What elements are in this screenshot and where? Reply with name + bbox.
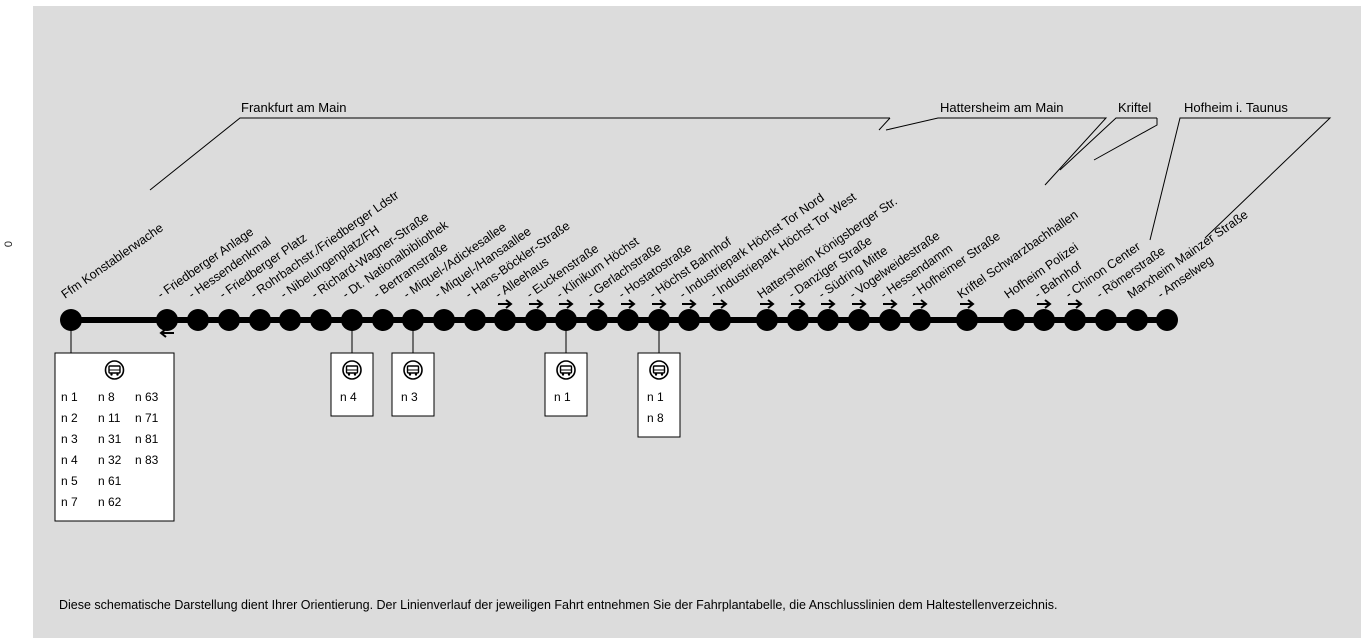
stop-dot (187, 309, 209, 331)
stop-dot (678, 309, 700, 331)
stop-dot (756, 309, 778, 331)
stop-dot (1126, 309, 1148, 331)
region-label: Kriftel (1118, 100, 1151, 115)
direction-arrow-left-icon (159, 328, 174, 338)
region-connector (149, 117, 890, 191)
transfer-line-number: n 31 (98, 432, 122, 446)
stop-dot (218, 309, 240, 331)
transfer-line-number: n 61 (98, 474, 122, 488)
direction-arrow-right-icon (960, 299, 975, 309)
stop-dot (817, 309, 839, 331)
transfer-line-number: n 8 (98, 390, 115, 404)
region-connector (1204, 117, 1332, 239)
transfer-box (637, 352, 681, 438)
transfer-line-number: n 5 (61, 474, 78, 488)
stop-dot (586, 309, 608, 331)
transfer-line-number: n 1 (554, 390, 571, 404)
stop-dot (1095, 309, 1117, 331)
transfer-line-number: n 71 (135, 411, 159, 425)
stop-dot (249, 309, 271, 331)
stop-dot (310, 309, 332, 331)
direction-arrow-right-icon (821, 299, 836, 309)
transfer-line-number: n 4 (61, 453, 78, 467)
stop-dot (956, 309, 978, 331)
footer-note: Diese schematische Darstellung dient Ihr… (59, 598, 1057, 612)
direction-arrow-right-icon (498, 299, 513, 309)
region-connector (1093, 118, 1158, 161)
transfer-line-number: n 1 (647, 390, 664, 404)
region-label: Frankfurt am Main (241, 100, 346, 115)
region-label: Hofheim i. Taunus (1184, 100, 1288, 115)
direction-arrow-right-icon (883, 299, 898, 309)
stop-dot (372, 309, 394, 331)
direction-arrow-right-icon (760, 299, 775, 309)
transfer-line-number: n 8 (647, 411, 664, 425)
transfer-line-number: n 4 (340, 390, 357, 404)
stop-dot (464, 309, 486, 331)
transfer-line-number: n 81 (135, 432, 159, 446)
direction-arrow-right-icon (913, 299, 928, 309)
direction-arrow-right-icon (1068, 299, 1083, 309)
stop-dot (494, 309, 516, 331)
stop-dot (156, 309, 178, 331)
direction-arrow-right-icon (1037, 299, 1052, 309)
region-label: Hattersheim am Main (940, 100, 1064, 115)
bus-icon (556, 360, 576, 380)
stop-dot (433, 309, 455, 331)
stop-dot (1033, 309, 1055, 331)
direction-arrow-right-icon (713, 299, 728, 309)
stop-dot (279, 309, 301, 331)
direction-arrow-right-icon (652, 299, 667, 309)
region-connector (1149, 117, 1318, 241)
transfer-line-number: n 3 (401, 390, 418, 404)
transfer-line-number: n 62 (98, 495, 122, 509)
direction-arrow-right-icon (529, 299, 544, 309)
stop-dot (617, 309, 639, 331)
stop-dot (1064, 309, 1086, 331)
transfer-line-number: n 3 (61, 432, 78, 446)
transfer-box (391, 352, 435, 417)
stop-dot (1156, 309, 1178, 331)
stop-dot (787, 309, 809, 331)
bus-icon (342, 360, 362, 380)
stop-dot (909, 309, 931, 331)
direction-arrow-right-icon (682, 299, 697, 309)
direction-arrow-right-icon (852, 299, 867, 309)
region-connector (878, 117, 891, 131)
stop-dot (525, 309, 547, 331)
region-connector (1059, 117, 1157, 171)
stop-dot (848, 309, 870, 331)
direction-arrow-right-icon (791, 299, 806, 309)
side-margin: 0 (0, 0, 30, 642)
stop-dot (1003, 309, 1025, 331)
direction-arrow-right-icon (590, 299, 605, 309)
transfer-line-number: n 7 (61, 495, 78, 509)
transfer-line-number: n 63 (135, 390, 159, 404)
transfer-line-number: n 11 (98, 411, 121, 425)
direction-arrow-right-icon (621, 299, 636, 309)
transfer-box (54, 352, 175, 522)
transfer-line-number: n 32 (98, 453, 122, 467)
stop-label: Ffm Konstablerwache (59, 221, 166, 302)
stop-dot (879, 309, 901, 331)
stop-dot (709, 309, 731, 331)
transfer-line-number: n 83 (135, 453, 159, 467)
bus-icon (403, 360, 423, 380)
bus-icon (649, 360, 669, 380)
transfer-line-number: n 2 (61, 411, 78, 425)
transfer-line-number: n 1 (61, 390, 78, 404)
region-connector (1044, 117, 1108, 186)
bus-icon (104, 360, 125, 380)
transfer-box (330, 352, 374, 417)
direction-arrow-right-icon (559, 299, 574, 309)
region-connector (885, 117, 1094, 131)
